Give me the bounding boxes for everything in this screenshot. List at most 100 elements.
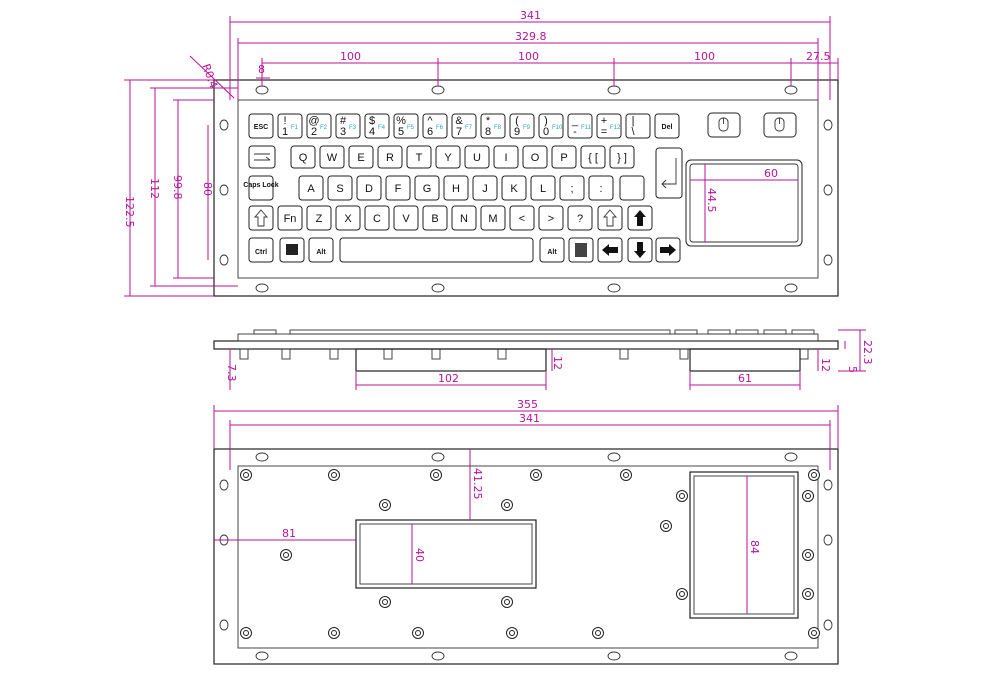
key-row5-1-label: Alt [316,249,326,256]
key-row3-3: F [385,175,411,201]
key-row1-4-fn: F4 [378,125,386,131]
caps-lock-label: Caps Lock [243,182,279,189]
arrow-left-icon [602,244,618,256]
key-row1-11-top: _ [571,115,579,127]
key-row3-2: D [356,175,382,201]
key-row1-12: +=F12 [596,113,622,139]
nut-19 [379,499,391,511]
back-touchpad-module [689,471,799,619]
key-row1-6-top: ^ [427,115,433,127]
key-row3-9: ; [559,175,585,201]
mouse-left-button [707,112,741,138]
key-row2-7-label: I [504,152,507,164]
key-row3-3-label: F [395,183,402,195]
nut-2 [430,469,442,481]
key-row4-0-label: Fn [284,213,297,225]
back-inner-outline [237,465,819,649]
dim-341: 341 [520,9,541,22]
side-view: 7.3 102 12 61 12 22.3 5 [213,329,874,390]
key-row1-5-fn: F5 [407,125,415,131]
key-row3-2-label: D [365,183,373,195]
key-row3-5-label: H [452,183,460,195]
nut-11 [808,627,820,639]
windows-icon [286,244,298,255]
key-row1-13: |\ [625,113,651,139]
nut-4 [620,469,632,481]
key-row2-11-label: } ] [617,152,627,164]
key-row2-5: Y [435,145,461,169]
dim-60: 60 [764,167,778,180]
key-row3-8: L [530,175,556,201]
dim-100-c: 100 [694,50,715,63]
key-row3-10-label: : [599,183,602,195]
nut-9 [506,627,518,639]
tab-key [248,145,276,169]
shift-icon-right [603,209,617,227]
dim-40: 40 [413,548,426,562]
space-key [339,237,534,263]
dim-99-8: 99.8 [171,175,184,200]
key-row1-4-top: $ [369,115,375,127]
key-row1-10-main: 0 [543,126,549,138]
key-row2-1-label: W [327,152,338,164]
nut-1 [328,469,340,481]
dim-7-3: 7.3 [225,364,238,382]
key-row2-11: } ] [609,145,635,169]
side-touchpad-pcb [689,348,801,372]
nut-6 [240,627,252,639]
arrow-up-icon [634,210,646,226]
key-row4-7-label: M [488,213,497,225]
key-row4-4-label: V [402,213,410,225]
key-row1-7-main: 7 [456,126,462,138]
key-row1-2-top: @ [308,115,319,127]
dim-102: 102 [438,372,459,385]
dim-81: 81 [282,527,296,540]
dim-61: 61 [738,372,752,385]
key-row3-0: A [298,175,324,201]
key-row4-2: X [335,205,361,231]
caps-lock-key: Caps Lock [243,175,279,201]
key-row1-1-main: 1 [282,126,288,138]
nut-21 [379,596,391,608]
dim-5: 5 [846,366,859,373]
key-row3-7-label: K [510,183,518,195]
arrow-right-icon [660,244,676,256]
key-row4-2-label: X [344,213,352,225]
key-row4-8-label: < [519,213,525,225]
nut-22 [501,596,513,608]
side-panel [213,340,839,350]
key-row3-9-label: ; [570,183,573,195]
key-row1-1-fn: F1 [291,125,299,131]
nut-16 [802,490,814,502]
mouse-right-button [763,112,797,138]
key-row1-5-main: 5 [398,126,404,138]
key-row1-11-fn: F11 [581,125,592,131]
dim-12-b: 12 [819,358,832,372]
front-dimensions: 341 329.8 100 100 100 27.5 8 R0.4 [123,9,839,297]
key-row4-10: ? [567,205,593,231]
nut-13 [660,520,672,532]
key-row1-7-top: & [455,115,463,127]
key-row1-4-main: 4 [369,126,375,138]
dim-329-8: 329.8 [515,30,547,43]
key-row2-8-label: O [531,152,540,164]
back-nuts [240,469,820,639]
right-shift-key [597,205,623,231]
key-row1-13-top: | [632,115,635,127]
key-row4-1-label: Z [316,213,323,225]
nut-18 [802,549,814,561]
key-row2-0: Q [290,145,316,169]
key-row1-6-main: 6 [427,126,433,138]
key-row1-5-top: % [396,115,406,127]
key-row3-5: H [443,175,469,201]
back-panel-outline [213,448,839,665]
shift-icon [254,209,268,227]
key-row1-0-main: ESC [254,124,268,131]
key-row3-blank [619,175,645,201]
